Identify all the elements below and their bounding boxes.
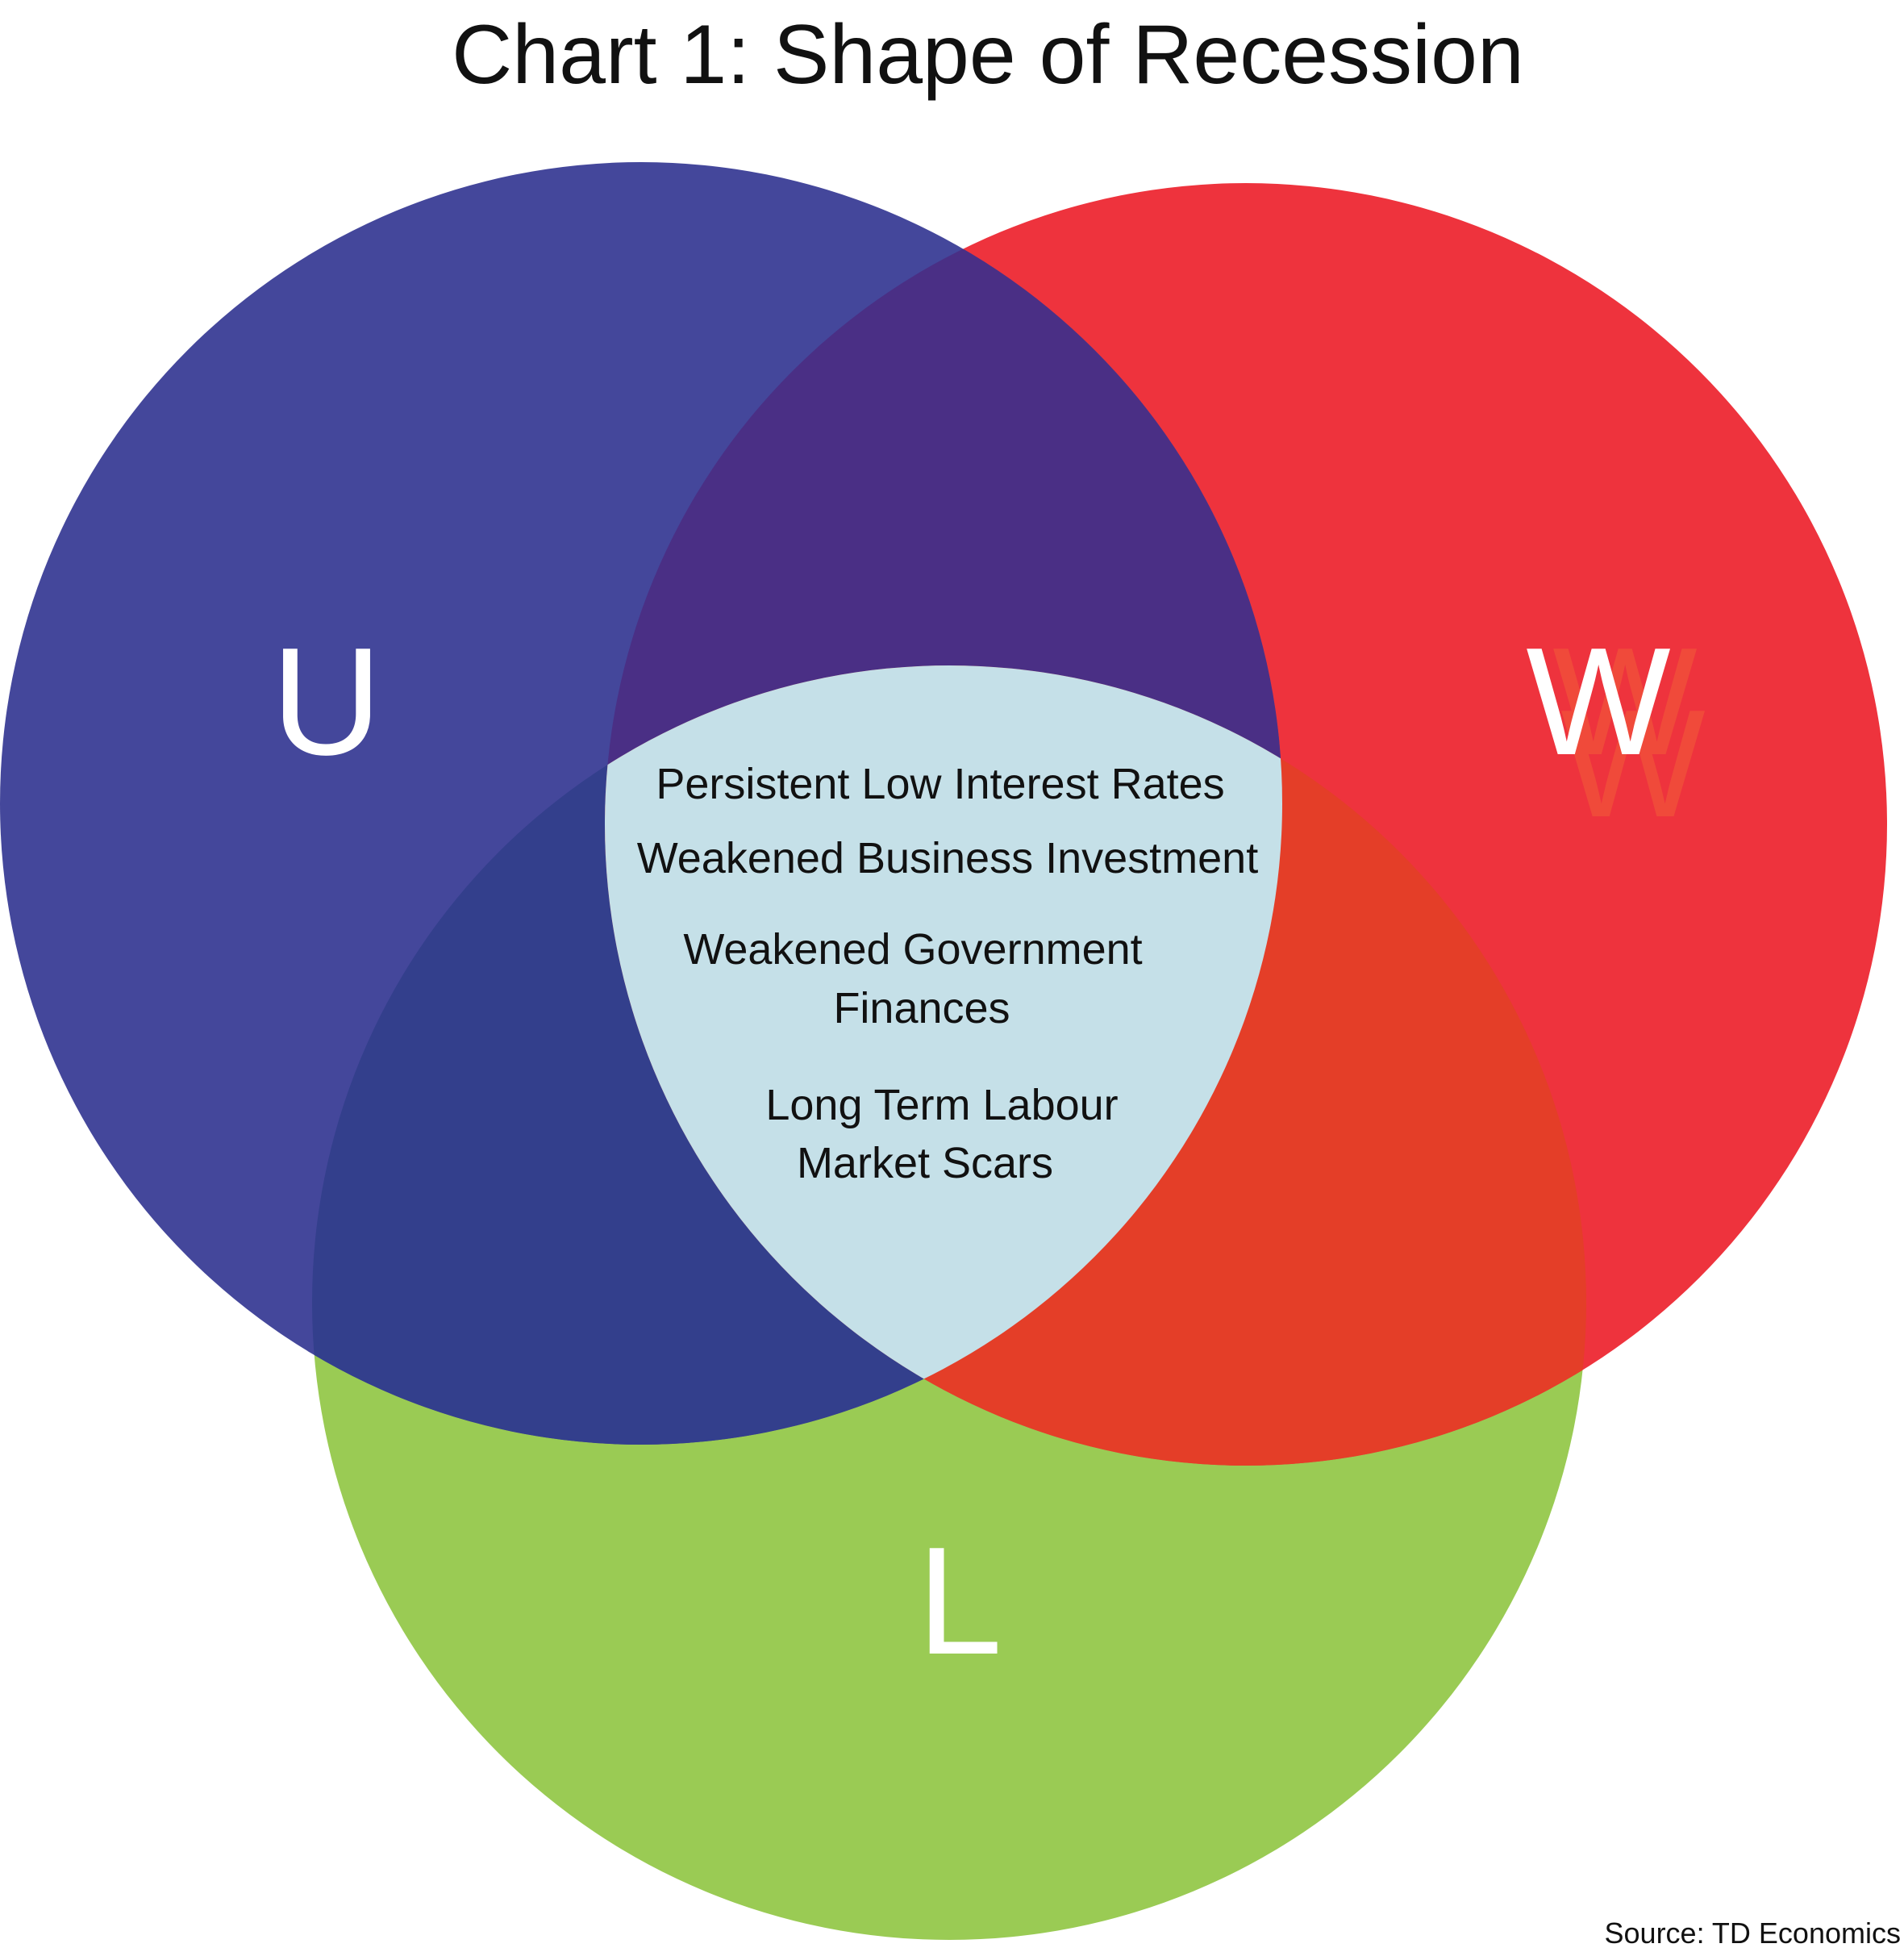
source-note: Source: TD Economics [1604, 1917, 1901, 1950]
center-item-4: Finances [833, 984, 1010, 1032]
center-item-2: Weakened Business Investment [637, 834, 1258, 882]
center-item-6: Market Scars [797, 1139, 1053, 1187]
chart-title: Chart 1: Shape of Recession [452, 8, 1524, 102]
center-item-5: Long Term Labour [765, 1081, 1118, 1129]
label-w-shadow-2: W [1552, 616, 1697, 787]
label-w: W [1526, 616, 1670, 787]
label-u: U [271, 616, 381, 787]
label-l: L [917, 1516, 1002, 1687]
center-item-1: Persistent Low Interest Rates [656, 760, 1224, 808]
center-item-3: Weakened Government [683, 925, 1142, 974]
label-w-shadow: W [1560, 678, 1705, 849]
